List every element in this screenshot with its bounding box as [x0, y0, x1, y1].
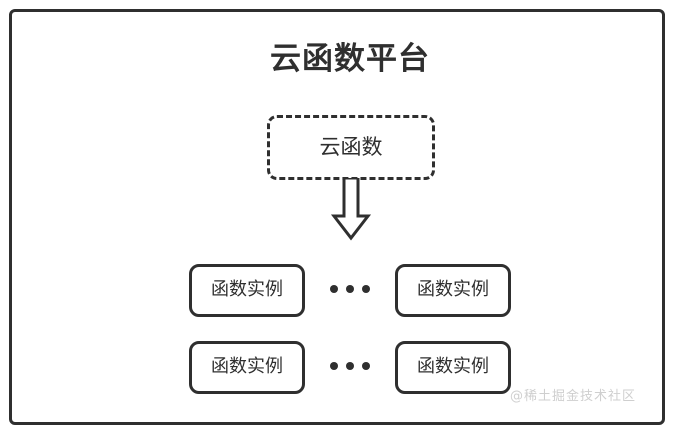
ellipsis-dot [330, 362, 338, 370]
function-instance-label: 函数实例 [211, 279, 283, 300]
ellipsis-dot [362, 362, 370, 370]
function-instance-label: 函数实例 [417, 279, 489, 300]
cloud-function-node: 云函数 [267, 115, 435, 180]
function-instance-label: 函数实例 [417, 356, 489, 377]
ellipsis-dot [330, 285, 338, 293]
ellipsis-dot [346, 362, 354, 370]
function-instance-node: 函数实例 [189, 263, 305, 317]
ellipsis-icon [305, 285, 395, 295]
cloud-function-platform-frame: 云函数平台 云函数 函数实例 函数实例 函数实例 [9, 9, 665, 425]
watermark: @稀土掘金技术社区 [509, 389, 636, 404]
cloud-function-label: 云函数 [319, 135, 383, 159]
function-instance-node: 函数实例 [395, 340, 511, 394]
function-instance-row: 函数实例 函数实例 [12, 263, 676, 317]
ellipsis-dot [362, 285, 370, 293]
function-instance-row: 函数实例 函数实例 [12, 340, 676, 394]
function-instance-node: 函数实例 [189, 340, 305, 394]
ellipsis-dot [346, 285, 354, 293]
page-title: 云函数平台 [270, 41, 430, 77]
function-instance-node: 函数实例 [395, 263, 511, 317]
function-instance-label: 函数实例 [211, 356, 283, 377]
down-arrow-icon [330, 176, 372, 242]
ellipsis-icon [305, 362, 395, 372]
